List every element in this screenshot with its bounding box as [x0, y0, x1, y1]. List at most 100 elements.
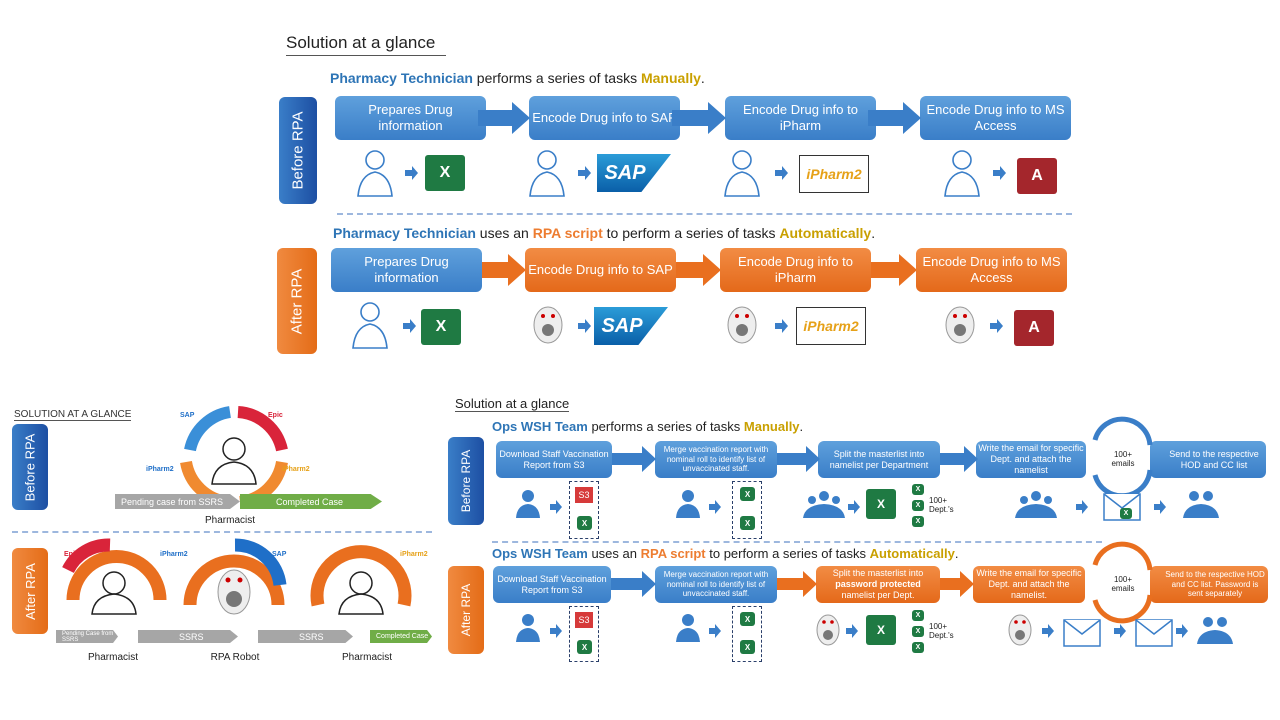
step-text: Merge vaccination report with nominal ro…	[663, 570, 769, 599]
bottom-after-step-1: Download Staff Vaccination Report from S…	[493, 566, 611, 603]
iPharm-tag: iPharm2	[282, 466, 310, 473]
email-icon	[1063, 619, 1101, 647]
person-icon	[516, 614, 540, 642]
s3-icon: S3	[575, 612, 593, 628]
bottom-after-step-4: Write the email for specific Dept. and a…	[973, 566, 1085, 603]
small-arrow	[990, 319, 1003, 333]
bottom-before-side: Before RPA	[448, 437, 484, 525]
small-arrow	[1154, 500, 1166, 514]
heading-mid: performs a series of tasks	[587, 419, 744, 434]
small-arrow	[578, 166, 591, 180]
pill-text: Pending Case from SSRS	[62, 630, 114, 643]
after-robot-label: RPA Robot	[210, 652, 260, 663]
small-arrow	[403, 319, 416, 333]
flow-arrow	[777, 446, 820, 472]
depts-count: 100+ Dept.'s	[929, 622, 954, 640]
bottom-before-step-2: Merge vaccination report with nominal ro…	[655, 441, 777, 478]
excel-icon: X	[740, 640, 755, 654]
left-divider	[12, 531, 432, 533]
excel-icon: X	[577, 516, 592, 530]
flow-arrow	[478, 102, 530, 134]
before-pending-bar: Pending case from SSRS	[115, 494, 240, 509]
heading-mode: Automatically	[779, 225, 872, 241]
excel-icon: X	[421, 309, 461, 345]
s3-icon: S3	[575, 487, 593, 503]
actor: Ops WSH Team	[492, 419, 588, 434]
person-icon	[529, 150, 565, 197]
heading-end: .	[954, 546, 959, 561]
person-icon	[516, 490, 540, 518]
bottom-divider	[492, 541, 1102, 543]
bottom-after-step-2: Merge vaccination report with nominal ro…	[655, 566, 777, 603]
pill-text: SSRS	[299, 631, 324, 642]
iPharm-logo-icon: iPharm2	[796, 307, 866, 345]
step-text: Split the masterlist into	[832, 568, 924, 579]
small-arrow	[775, 319, 788, 333]
heading-tool: RPA script	[640, 546, 706, 561]
flow-arrow	[864, 254, 917, 286]
heading-mid: performs a series of tasks	[472, 70, 641, 86]
heading-end: .	[799, 419, 804, 434]
top-before-heading: Pharmacy Technician performs a series of…	[330, 70, 705, 86]
bottom-before-step-5: Send to the respective HOD and CC list	[1150, 441, 1266, 478]
heading-mode: Manually	[640, 70, 701, 86]
person-icon	[676, 614, 700, 642]
step-text: Prepares Drug information	[368, 102, 453, 133]
excel-icon: X	[912, 516, 924, 527]
step-text: Encode Drug info to MS Access	[922, 254, 1061, 285]
flow-arrow	[940, 571, 974, 597]
after-pending-bar: Pending Case from SSRS	[56, 630, 118, 643]
sap-tag: SAP	[180, 412, 195, 419]
bottom-before-step-1: Download Staff Vaccination Report from S…	[496, 441, 612, 478]
flow-arrow	[611, 571, 656, 597]
flow-arrow	[940, 446, 978, 472]
person-icon	[944, 150, 980, 197]
step-text: Send to the respective HOD and CC list. …	[1165, 570, 1265, 599]
before-person-label: Pharmacist	[204, 515, 255, 526]
small-arrow	[846, 624, 858, 638]
heading-mid2: to perform a series of tasks	[705, 546, 870, 561]
after-cycle-3	[310, 545, 412, 607]
top-before-step-1: Prepares Drug information	[335, 96, 486, 140]
bottom-after-step-5: Send to the respective HOD and CC list. …	[1150, 566, 1268, 603]
small-arrow	[1042, 624, 1054, 638]
small-arrow	[993, 166, 1006, 180]
robot-icon	[533, 306, 563, 344]
small-arrow	[1076, 500, 1088, 514]
email-cycle-icon	[1092, 416, 1153, 624]
sap-tag: SAP	[272, 551, 287, 558]
after-person-label-2: Pharmacist	[341, 652, 392, 663]
person-icon	[338, 571, 384, 615]
small-arrow	[405, 166, 418, 180]
robot-icon	[217, 569, 251, 615]
pill-text: Completed Case	[276, 496, 344, 507]
after-completed-bar: Completed Case	[370, 630, 432, 643]
small-arrow	[1114, 624, 1126, 638]
excel-icon: X	[912, 626, 924, 637]
excel-icon: X	[912, 484, 924, 495]
step-text: Encode Drug info to SAP	[528, 262, 673, 278]
top-before-step-2: Encode Drug info to SAP	[529, 96, 680, 140]
top-before-side: Before RPA	[279, 97, 317, 204]
actor: Pharmacy Technician	[330, 70, 473, 86]
small-arrow	[709, 624, 721, 638]
top-divider	[337, 213, 1072, 215]
heading-end: .	[871, 225, 876, 241]
heading-mid1: uses an	[587, 546, 641, 561]
step-text: Send to the respective HOD and CC list	[1169, 448, 1259, 470]
emails-count: 100+ emails	[1111, 450, 1135, 468]
person-icon	[724, 150, 760, 197]
excel-icon: X	[912, 642, 924, 653]
excel-locked-icon: X	[866, 615, 896, 645]
flow-arrow	[474, 254, 526, 286]
excel-icon: X	[912, 500, 924, 511]
robot-icon	[727, 306, 757, 344]
top-after-side: After RPA	[277, 248, 317, 354]
robot-icon	[1008, 614, 1032, 646]
s3-download-box	[569, 481, 599, 539]
emails-count: 100+ emails	[1111, 575, 1135, 593]
step-text: Write the email for specific Dept. and a…	[976, 568, 1082, 600]
pill-text: SSRS	[179, 631, 204, 642]
iPharm-tag: iPharm2	[146, 466, 174, 473]
person-icon	[357, 150, 393, 197]
